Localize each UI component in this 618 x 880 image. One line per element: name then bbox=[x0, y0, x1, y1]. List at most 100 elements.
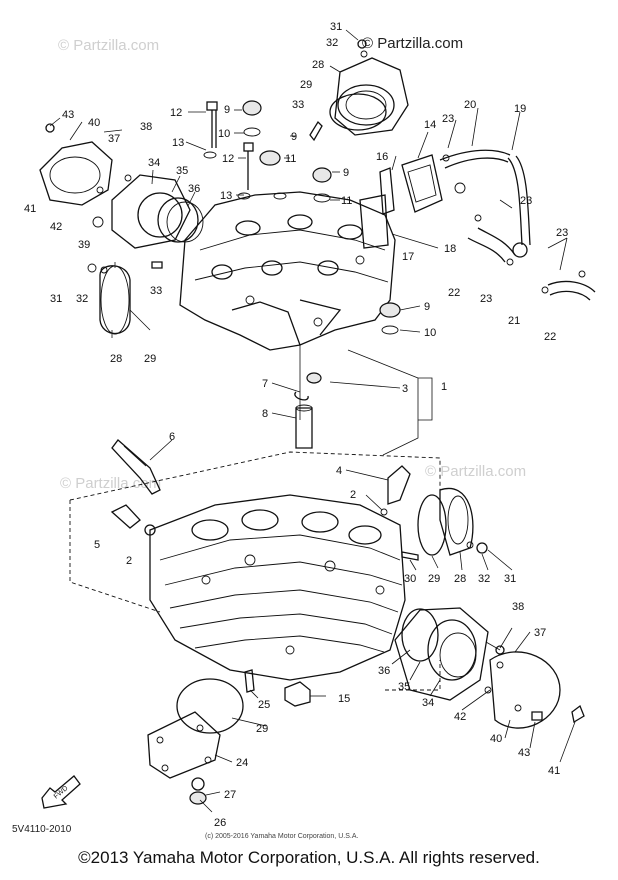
callout-40-bottom: 40 bbox=[490, 733, 502, 745]
forward-arrow-icon: FWD bbox=[41, 775, 81, 809]
callout-8: 8 bbox=[262, 408, 268, 420]
callout-19: 19 bbox=[514, 103, 526, 115]
breather-box bbox=[359, 154, 443, 249]
callout-17: 17 bbox=[402, 251, 414, 263]
callout-14: 14 bbox=[424, 119, 436, 131]
callout-43-bottom: 43 bbox=[518, 747, 530, 759]
dowel-8 bbox=[295, 407, 313, 449]
callout-34-bottom: 34 bbox=[422, 697, 434, 709]
watermark-mid-right: © Partzilla.com bbox=[425, 463, 526, 480]
callout-20: 20 bbox=[464, 99, 476, 111]
callout-23-d: 23 bbox=[480, 293, 492, 305]
callout-38-top: 38 bbox=[140, 121, 152, 133]
callout-29-top: 29 bbox=[300, 79, 312, 91]
callout-22-left: 22 bbox=[448, 287, 460, 299]
callout-9-top: 9 bbox=[224, 104, 230, 116]
callout-32-left: 32 bbox=[76, 293, 88, 305]
upper-left-end-cover bbox=[87, 263, 131, 335]
callout-7: 7 bbox=[262, 378, 268, 390]
callout-2-right: 2 bbox=[350, 489, 356, 501]
fwd-label: FWD bbox=[53, 785, 70, 801]
callout-11-left: 11 bbox=[285, 153, 296, 165]
callout-9-lower: 9 bbox=[424, 301, 430, 313]
callout-28-left: 28 bbox=[110, 353, 122, 365]
callout-30: 30 bbox=[404, 573, 416, 585]
callout-37-top: 37 bbox=[108, 133, 120, 145]
callout-11-right: 11 bbox=[341, 195, 352, 207]
callout-29-bottom: 29 bbox=[256, 723, 268, 735]
callout-10-lower: 10 bbox=[424, 327, 436, 339]
callout-22-right: 22 bbox=[544, 331, 556, 343]
cylinder-head-outline bbox=[69, 451, 441, 691]
watermark-top-left: © Partzilla.com bbox=[58, 37, 159, 54]
callout-16: 16 bbox=[376, 151, 388, 163]
callout-26: 26 bbox=[214, 817, 226, 829]
callout-32-top: 32 bbox=[326, 37, 338, 49]
callout-13-mid: 13 bbox=[220, 190, 232, 202]
callout-33-top: 33 bbox=[292, 99, 304, 111]
callout-23-c: 23 bbox=[556, 227, 568, 239]
callout-10-top: 10 bbox=[218, 128, 230, 140]
callout-31-left: 31 bbox=[50, 293, 62, 305]
camshaft-housing bbox=[179, 191, 396, 351]
callout-labels: 1 3 7 8 6 4 2 5 2 12 9 10 13 12 13 11 9 … bbox=[24, 21, 568, 829]
diagram-code: 5V4110-2010 bbox=[12, 824, 72, 835]
callout-4: 4 bbox=[336, 465, 342, 477]
callout-39: 39 bbox=[78, 239, 90, 251]
callout-2-left: 2 bbox=[126, 555, 132, 567]
upper-right-cover bbox=[329, 39, 409, 136]
callout-42-bottom: 42 bbox=[454, 711, 466, 723]
breather-hoses bbox=[439, 149, 596, 301]
callout-36-top: 36 bbox=[188, 183, 200, 195]
callout-37-bottom: 37 bbox=[534, 627, 546, 639]
callout-38-bottom: 38 bbox=[512, 601, 524, 613]
callout-1: 1 bbox=[441, 381, 447, 393]
watermark-mid-left: © Partzilla.com bbox=[60, 475, 161, 492]
callout-13-top: 13 bbox=[172, 137, 184, 149]
callout-35-top: 35 bbox=[176, 165, 188, 177]
callout-42-top: 42 bbox=[50, 221, 62, 233]
callout-21: 21 bbox=[508, 315, 520, 327]
callout-35-bottom: 35 bbox=[398, 681, 410, 693]
callout-31-right: 31 bbox=[504, 573, 516, 585]
copyright-notice: ©2013 Yamaha Motor Corporation, U.S.A. A… bbox=[78, 848, 540, 867]
callout-41-top: 41 bbox=[24, 203, 36, 215]
oring-7 bbox=[294, 391, 309, 401]
callout-9-right: 9 bbox=[343, 167, 349, 179]
callout-29-left: 29 bbox=[144, 353, 156, 365]
callout-23-a: 23 bbox=[442, 113, 454, 125]
callout-28-right: 28 bbox=[454, 573, 466, 585]
callout-43-top: 43 bbox=[62, 109, 74, 121]
upper-left-cam-cover bbox=[39, 123, 204, 249]
callout-12-top: 12 bbox=[170, 107, 182, 119]
lower-right-cover bbox=[401, 487, 488, 561]
callout-9-mid: 9 bbox=[291, 131, 297, 143]
callout-27: 27 bbox=[224, 789, 236, 801]
callout-23-b: 23 bbox=[520, 195, 532, 207]
cylinder-head bbox=[149, 494, 406, 681]
callout-15: 15 bbox=[338, 693, 350, 705]
callout-6: 6 bbox=[169, 431, 175, 443]
callout-36-bottom: 36 bbox=[378, 665, 390, 677]
washer-3 bbox=[306, 372, 322, 384]
callout-41-bottom: 41 bbox=[548, 765, 560, 777]
spark-plug-parts bbox=[110, 439, 411, 536]
watermark-top-right: © Partzilla.com bbox=[362, 35, 463, 52]
callout-12-mid: 12 bbox=[222, 153, 234, 165]
callout-31-top: 31 bbox=[330, 21, 342, 33]
callout-29-right: 29 bbox=[428, 573, 440, 585]
lower-small-parts bbox=[147, 669, 311, 805]
callout-34-top: 34 bbox=[148, 157, 160, 169]
leader-lines bbox=[49, 29, 576, 813]
callout-5: 5 bbox=[94, 539, 100, 551]
cam-cap-bolts bbox=[203, 100, 401, 335]
lower-right-cam-cover bbox=[394, 607, 585, 729]
callout-24: 24 bbox=[236, 757, 248, 769]
callout-28-top: 28 bbox=[312, 59, 324, 71]
credit-line: (c) 2005-2016 Yamaha Motor Corporation, … bbox=[205, 833, 358, 840]
callout-32-right: 32 bbox=[478, 573, 490, 585]
callout-18: 18 bbox=[444, 243, 456, 255]
stud-33-upper bbox=[151, 120, 323, 269]
callout-25: 25 bbox=[258, 699, 270, 711]
